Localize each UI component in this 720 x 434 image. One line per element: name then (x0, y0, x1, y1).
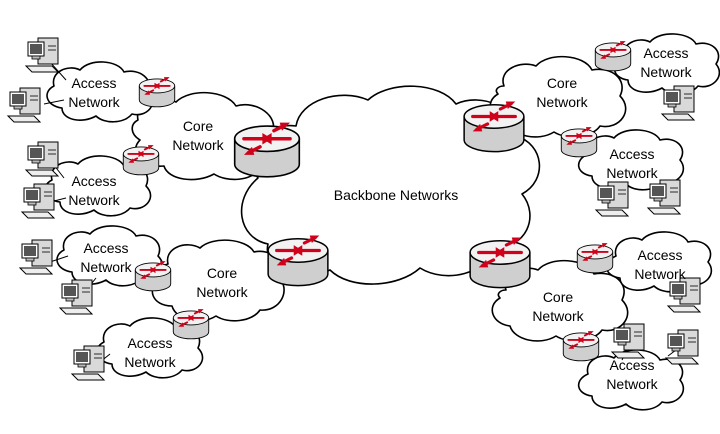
router-icon (266, 233, 330, 288)
router-icon (468, 235, 532, 290)
desktop-computer-icon (665, 329, 699, 365)
core-label-line1: Core (207, 265, 238, 281)
router-icon (134, 260, 172, 292)
access-label-line2: Network (68, 94, 120, 110)
access-cloud-6 (577, 129, 685, 191)
access-label-line2: Network (606, 376, 658, 392)
desktop-computer-icon (661, 85, 695, 121)
core-label-line2: Network (532, 308, 584, 324)
desktop-computer-icon (647, 179, 681, 215)
access-label-line1: Access (71, 75, 116, 91)
access-label-line2: Network (80, 259, 132, 275)
router-icon (122, 144, 160, 176)
core-label-line1: Core (543, 289, 574, 305)
access-cloud-1 (46, 61, 154, 123)
access-label-line1: Access (637, 247, 682, 263)
access-label-line1: Access (127, 335, 172, 351)
access-label-line1: Access (609, 146, 654, 162)
router-icon (232, 120, 302, 179)
core-label-line2: Network (196, 284, 248, 300)
access-label-line1: Access (609, 357, 654, 373)
access-label-line2: Network (640, 64, 692, 80)
desktop-computer-icon (21, 183, 55, 219)
desktop-computer-icon (7, 87, 41, 123)
desktop-computer-icon (19, 239, 53, 275)
backbone-label: Backbone Networks (334, 187, 459, 203)
core-label-line1: Core (547, 75, 578, 91)
router-icon (462, 99, 526, 154)
access-label-line2: Network (124, 354, 176, 370)
router-icon (576, 242, 614, 274)
router-icon (562, 330, 600, 362)
access-label-line1: Access (71, 173, 116, 189)
access-label-line2: Network (634, 266, 686, 282)
access-label-line1: Access (643, 45, 688, 61)
desktop-computer-icon (25, 141, 59, 177)
access-cloud-5 (613, 33, 720, 95)
core-label-line2: Network (536, 94, 588, 110)
core-label-line2: Network (172, 137, 224, 153)
core-label-line1: Core (183, 118, 214, 134)
access-cloud-7 (605, 231, 713, 293)
desktop-computer-icon (59, 279, 93, 315)
desktop-computer-icon (71, 345, 105, 381)
access-cloud-2 (44, 155, 152, 217)
router-icon (594, 40, 632, 72)
desktop-computer-icon (611, 323, 645, 359)
access-label-line2: Network (68, 192, 120, 208)
access-label-line1: Access (83, 240, 128, 256)
router-icon (138, 76, 176, 108)
router-icon (560, 126, 598, 158)
desktop-computer-icon (595, 181, 629, 217)
desktop-computer-icon (25, 37, 59, 73)
desktop-computer-icon (667, 277, 701, 313)
router-icon (172, 308, 210, 340)
access-label-line2: Network (606, 165, 658, 181)
